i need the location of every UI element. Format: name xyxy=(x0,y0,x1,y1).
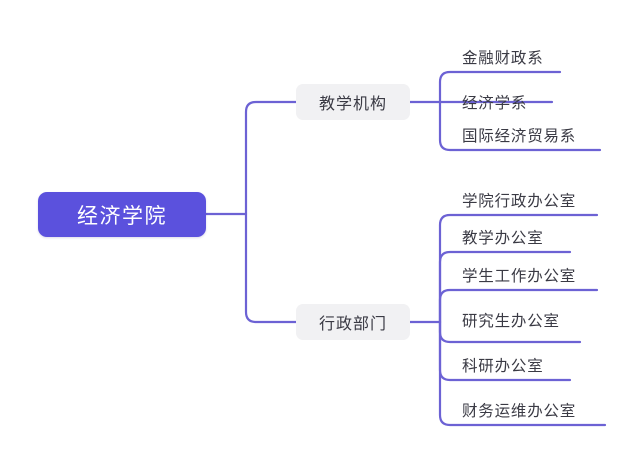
leaf-node-teaching-1-label: 金融财政系 xyxy=(462,50,544,67)
leaf-node-admin-4[interactable]: 研究生办公室 xyxy=(440,305,560,335)
leaf-node-teaching-3[interactable]: 国际经济贸易系 xyxy=(440,120,576,150)
leaf-node-teaching-2[interactable]: 经济学系 xyxy=(440,87,527,117)
branch-node-admin[interactable]: 行政部门 xyxy=(296,304,410,340)
root-node-label: 经济学院 xyxy=(77,204,167,228)
leaf-node-admin-1[interactable]: 学院行政办公室 xyxy=(440,185,576,215)
leaf-node-admin-2[interactable]: 教学办公室 xyxy=(440,222,544,252)
root-node[interactable]: 经济学院 xyxy=(38,192,206,237)
leaf-node-admin-5-label: 科研办公室 xyxy=(462,358,544,375)
leaf-node-admin-1-label: 学院行政办公室 xyxy=(462,193,577,210)
leaf-node-admin-2-label: 教学办公室 xyxy=(462,230,544,247)
branch-node-admin-label: 行政部门 xyxy=(318,316,387,333)
leaf-node-teaching-2-label: 经济学系 xyxy=(462,95,528,112)
leaf-node-admin-4-label: 研究生办公室 xyxy=(462,313,560,330)
leaf-node-teaching-3-label: 国际经济贸易系 xyxy=(462,128,577,145)
leaf-node-admin-3-label: 学生工作办公室 xyxy=(462,268,577,285)
leaf-node-admin-6-label: 财务运维办公室 xyxy=(462,403,577,420)
leaf-node-admin-6[interactable]: 财务运维办公室 xyxy=(440,395,576,425)
leaf-node-teaching-1[interactable]: 金融财政系 xyxy=(440,42,544,72)
leaf-node-admin-3[interactable]: 学生工作办公室 xyxy=(440,260,576,290)
wire-spine-to-teaching xyxy=(244,100,298,216)
wire-spine-to-admin xyxy=(244,212,298,324)
branch-node-teaching[interactable]: 教学机构 xyxy=(296,84,410,120)
branch-node-teaching-label: 教学机构 xyxy=(318,96,387,113)
leaf-node-admin-5[interactable]: 科研办公室 xyxy=(440,350,544,380)
